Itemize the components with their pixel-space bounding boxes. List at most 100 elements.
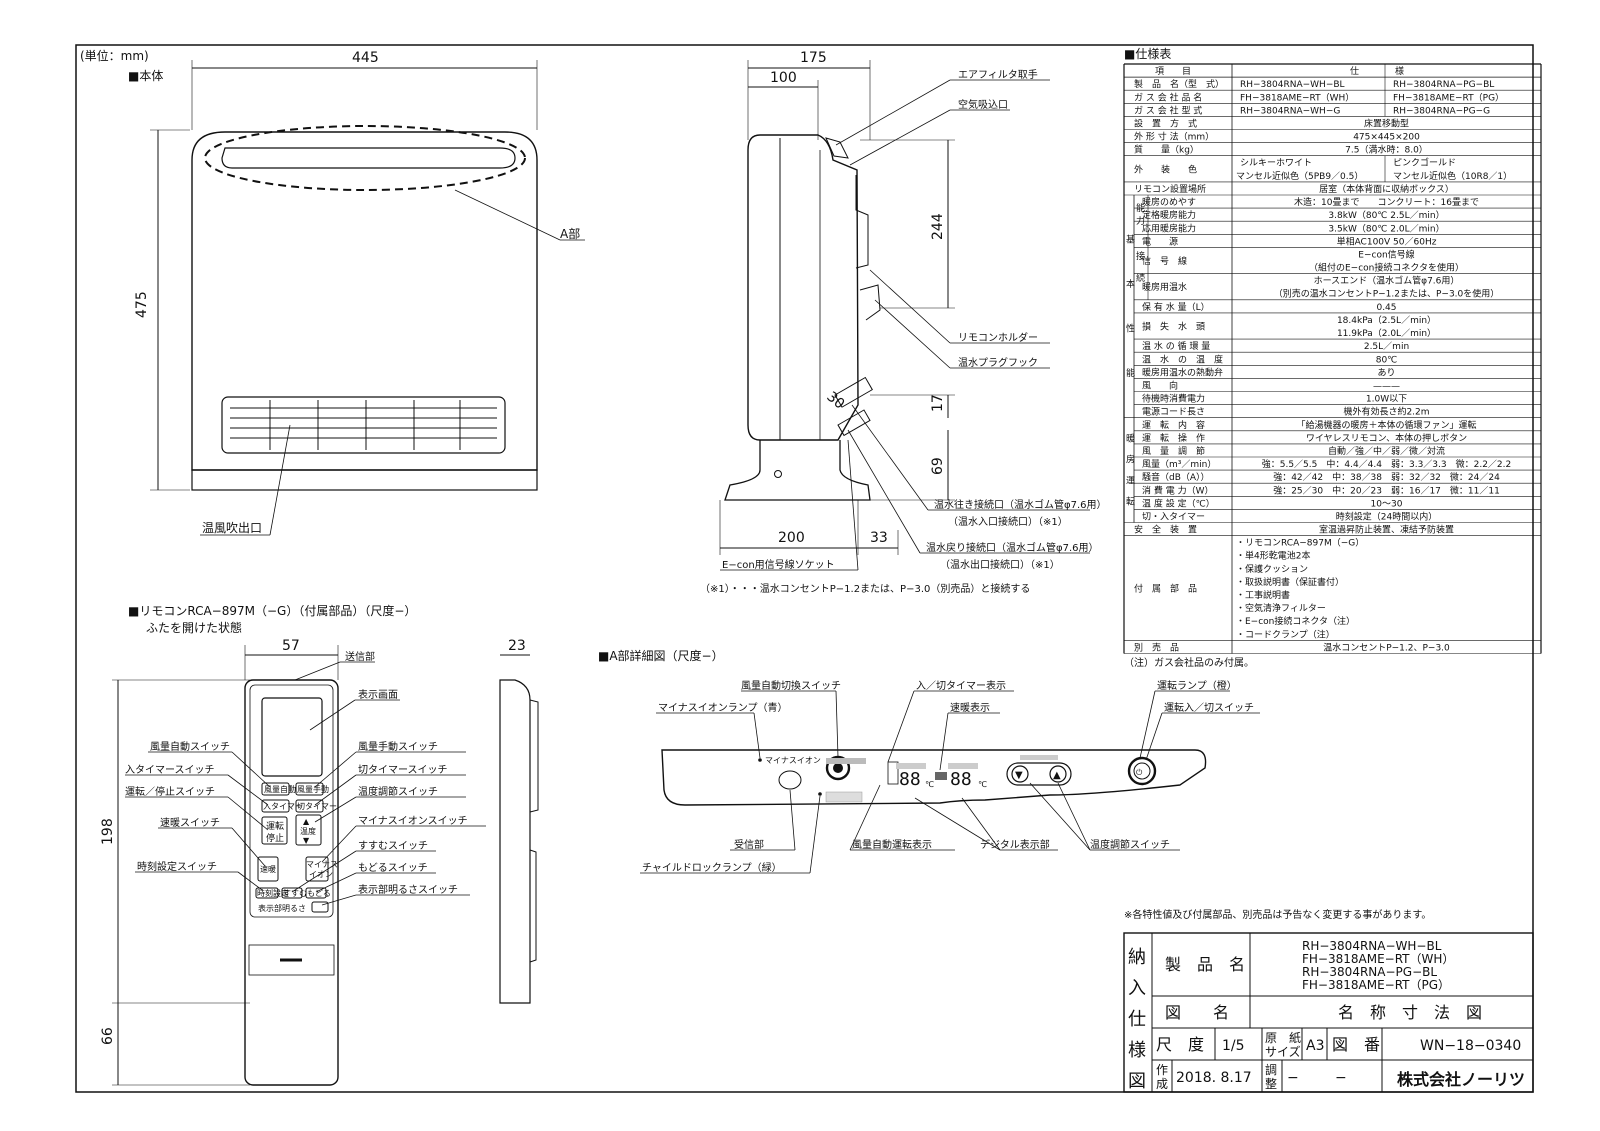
dim-244: 244: [930, 213, 946, 240]
on-timer-button-text: 入タイマー: [263, 802, 303, 811]
spec-row-label: 保 有 水 量（L）: [1142, 301, 1210, 313]
remote-holder-label: リモコンホルダー: [958, 331, 1038, 344]
remote-view: ■リモコンRCA−897M（−G）（付属部品）（尺度−） ふたを開けた状態 57…: [100, 603, 539, 1086]
run-stop-label: 運転／停止スイッチ: [125, 785, 215, 798]
spec-group-char: 転: [1126, 497, 1135, 508]
spec-row-label: 損 失 水 頭: [1142, 321, 1205, 333]
spec-row-label: 暖房のめやす: [1142, 196, 1196, 208]
spec-cell-value: 室温過昇防止装置、凍結予防装置: [1319, 524, 1454, 536]
brightness-button[interactable]: [311, 901, 329, 913]
remote-dim-198: 198: [100, 818, 116, 845]
forward-button[interactable]: [281, 887, 303, 899]
minus-ion-button-text: マイナス: [306, 860, 338, 869]
company-name: 株式会社ノーリツ: [1397, 1070, 1525, 1089]
spec-list-item: ・単4形乾電池2本: [1236, 550, 1310, 562]
spec-cell-value: ワイヤレスリモコン、本体の押しボタン: [1306, 432, 1467, 444]
panel-minus-ion: マイナスイオン: [765, 756, 821, 765]
run-switch[interactable]: [1127, 756, 1157, 786]
body-outline: [191, 131, 538, 471]
on-timer-button[interactable]: [261, 799, 290, 813]
dim-200: 200: [778, 530, 805, 546]
tb-side-5: 図: [1128, 1071, 1146, 1092]
dim-69: 69: [930, 457, 946, 475]
spec-cell-value: 木造：10畳まで コンクリート：16畳まで: [1294, 196, 1479, 208]
clock-button[interactable]: [255, 887, 279, 899]
remote-screen: [261, 697, 323, 777]
spec-cell-value: 床置移動型: [1364, 117, 1409, 129]
spec-cell-value: 機外有効長さ約2.2m: [1343, 406, 1429, 418]
spec-row-label: 温 度 設 定（℃）: [1142, 497, 1215, 509]
spec-cell-value: 2.5L／min: [1364, 341, 1409, 352]
fan-auto-button-text: 風量自動: [264, 784, 296, 794]
spec-group-char: 暖: [1126, 433, 1135, 445]
brightness-label: 表示部明るさスイッチ: [358, 883, 458, 896]
dim-175: 175: [800, 50, 827, 66]
digital-label: デジタル表示部: [980, 838, 1050, 851]
dim-width: 445: [352, 50, 379, 66]
body-base: [191, 469, 538, 491]
quick-heat-button[interactable]: [257, 856, 279, 882]
digital-display-2: 88: [950, 769, 972, 790]
temp-up-switch[interactable]: [1049, 765, 1067, 783]
spec-row-label: ガ ス 会 社 型 式: [1134, 104, 1202, 116]
spec-cell-value: 7.5（満水時：8.0）: [1345, 144, 1428, 156]
spec-cell-a: シルキーホワイト: [1240, 158, 1312, 169]
timer-disp-label: 入／切タイマー表示: [916, 679, 1006, 692]
temp-button[interactable]: [295, 814, 322, 846]
receiver-label: 受信部: [734, 838, 764, 851]
spec-group-char: 本: [1126, 278, 1135, 290]
power-icon: ⏻: [1136, 768, 1143, 777]
temp-down-switch[interactable]: [1011, 765, 1029, 783]
product-3: RH−3804RNA−PG−BL: [1302, 965, 1437, 979]
spec-group-char: 性: [1126, 323, 1135, 335]
spec-group-char: 運: [1126, 476, 1135, 487]
remote-side: [499, 679, 531, 1004]
clock-label: 時刻設定スイッチ: [137, 860, 217, 873]
digital-display-1: 88: [899, 769, 921, 790]
spec-row-label: 電 源: [1142, 236, 1178, 247]
off-timer-button[interactable]: [295, 799, 324, 813]
run-stop-button[interactable]: [261, 816, 288, 845]
intake-label: 空気吸込口: [958, 98, 1008, 111]
product-1: RH−3804RNA−WH−BL: [1302, 939, 1442, 953]
dim-30: 30: [823, 389, 847, 413]
spec-cell-value: 温水コンセントP−1.2、P−3.0: [1323, 641, 1450, 653]
spec-row-label: 暖房用温水: [1142, 281, 1187, 293]
check-label-2: 整: [1265, 1076, 1277, 1091]
spec-cell-value: 強：5.5／5.5 中：4.4／4.4 弱：3.3／3.3 微：2.2／2.2: [1262, 458, 1512, 470]
spec-cell-value: 強：42／42 中：38／38 弱：32／32 微：24／24: [1273, 471, 1500, 483]
spec-row-label: 定格暖房能力: [1142, 209, 1196, 221]
back-button[interactable]: [305, 887, 327, 899]
spec-cell-value: 475×445×200: [1353, 133, 1420, 143]
product-4: FH−3818AME−RT（PG）: [1302, 978, 1450, 992]
fan-auto-button[interactable]: [261, 782, 290, 796]
spec-cell-a2: マンセル近似色（5PB9／0.5）: [1236, 170, 1363, 182]
spec-cell-value-2: （組付のE−con接続コネクタを使用）: [1309, 262, 1464, 274]
tb-side-1: 納: [1128, 947, 1146, 968]
dash-value: −: [1335, 1070, 1347, 1086]
remote-dim-thickness: 23: [508, 638, 526, 654]
supply-port-sub: （温水入口接続口）（※1）: [948, 515, 1068, 528]
spec-row-label: 切・入タイマー: [1142, 511, 1205, 522]
spec-row-label: 外 形 寸 法（mm）: [1134, 131, 1214, 143]
spec-header-spec: 仕 様: [1350, 65, 1404, 77]
quick-label: 速暖スイッチ: [160, 816, 220, 829]
spec-row-label: 応用暖房能力: [1142, 222, 1196, 234]
fan-manual-label: 風量手動スイッチ: [358, 740, 438, 753]
paper-label-2: サイズ: [1265, 1044, 1301, 1059]
tb-side-2: 入: [1128, 978, 1146, 999]
spec-row-label: 温 水 の 温 度: [1142, 353, 1223, 365]
detail-view: ■A部詳細図（尺度−） マイナスイオン 88 88 ℃ ℃ ▼ ▲ ⏻: [598, 648, 1260, 874]
side-view: 175 100 244 17 69 30: [700, 50, 1107, 595]
temp-label: 温度調節スイッチ: [358, 785, 438, 798]
econ-socket-label: E−con用信号線ソケット: [722, 558, 835, 571]
fan-manual-button[interactable]: [295, 782, 324, 796]
spec-cell-value: 0.45: [1376, 303, 1396, 313]
ion-button-text: イオン: [309, 870, 333, 879]
spec-cell-b: FH−3818AME−RT（PG）: [1393, 92, 1504, 103]
spec-cell-value: 80℃: [1376, 355, 1398, 365]
spec-list-item: ・E−con接続コネクタ（注）: [1236, 615, 1355, 627]
spec-row-label: 消 費 電 力（W）: [1142, 484, 1213, 496]
tb-side-4: 様: [1128, 1040, 1146, 1061]
run-lamp-label: 運転ランプ（橙）: [1157, 679, 1237, 692]
